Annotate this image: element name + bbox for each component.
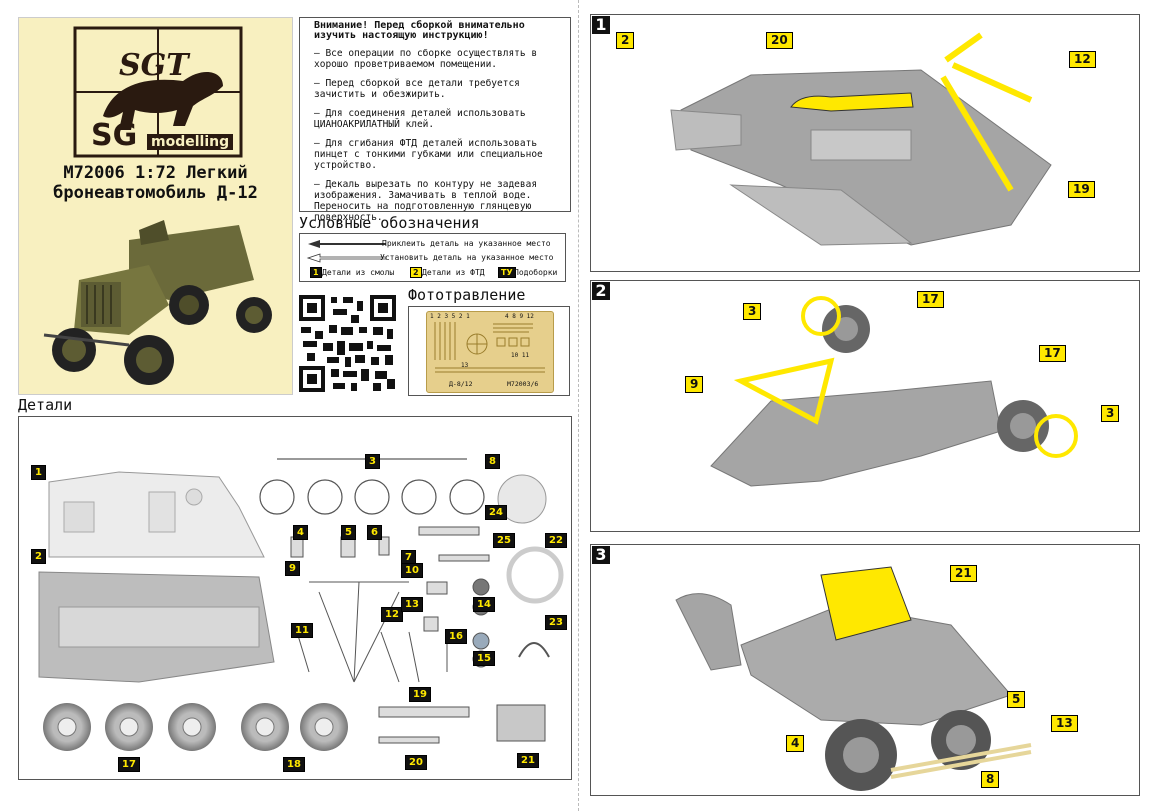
logo-monogram: SGT <box>119 48 189 83</box>
part-label-22: 22 <box>545 533 567 548</box>
kit-title-line1: М72006 1:72 Легкий <box>63 163 248 183</box>
part-label-10: 10 <box>401 563 423 578</box>
legend-title: Условные обозначения <box>299 214 480 232</box>
fret-numbers-top: 1 2 3 5 2 1 <box>430 313 470 320</box>
part-label-7: 7 <box>401 550 416 565</box>
fret-ref: М72003/6 <box>507 380 539 388</box>
step-3-tag-8: 8 <box>981 771 1000 788</box>
step-1-tag-19: 19 <box>1068 181 1095 198</box>
part-label-19: 19 <box>409 687 431 702</box>
notice-list: – Все операции по сборке осуществлять в … <box>314 48 562 223</box>
step-2-tag-9: 9 <box>685 376 704 393</box>
photoetch-title: Фототравление <box>408 286 526 304</box>
cover-panel: SGT SG modelling М72006 1:72 Легкий брон… <box>18 17 293 395</box>
step-3-panel: 3 21 5 13 4 8 <box>590 544 1140 796</box>
notice-box: Внимание! Перед сборкой внимательно изуч… <box>299 17 571 223</box>
part-label-21: 21 <box>517 753 539 768</box>
part-label-12: 12 <box>381 607 403 622</box>
legend-box: Приклеить деталь на указанное место Уста… <box>299 233 566 282</box>
part-label-6: 6 <box>367 525 382 540</box>
part-label-14: 14 <box>473 597 495 612</box>
step-1-panel: 1 2 20 12 19 <box>590 14 1140 272</box>
step-1-tag-2: 2 <box>616 32 635 49</box>
fret-parts-icon <box>434 322 545 373</box>
step-1-tag-12: 12 <box>1069 51 1096 68</box>
part-label-8: 8 <box>485 454 500 469</box>
legend-glue-text: Приклеить деталь на указанное место <box>382 239 551 248</box>
part-label-18: 18 <box>283 757 305 772</box>
fold-line <box>578 0 579 811</box>
step-3-tag-13: 13 <box>1051 715 1078 732</box>
part-label-23: 23 <box>545 615 567 630</box>
step-2-number: 2 <box>592 282 610 300</box>
notice-item: – Для сгибания ФТД деталей использовать … <box>314 138 543 171</box>
part-label-9: 9 <box>285 561 300 576</box>
part-label-3: 3 <box>365 454 380 469</box>
qr-code-icon <box>299 295 396 392</box>
legend-resin-text: Детали из смолы <box>322 268 395 277</box>
part-label-20: 20 <box>405 755 427 770</box>
part-label-13: 13 <box>401 597 423 612</box>
legend-resin-tag: 1 <box>310 267 322 278</box>
parts-drawings <box>38 458 564 751</box>
logo-text: modelling <box>147 134 234 150</box>
step-2-drawing <box>710 296 1078 487</box>
logo-sg: SG <box>91 118 138 153</box>
step-3-tag-4: 4 <box>786 735 805 752</box>
step-3-tag-5: 5 <box>1007 691 1026 708</box>
parts-box: 1 2 3 4 5 6 7 8 9 10 11 12 13 14 15 16 1… <box>18 416 572 780</box>
part-label-11: 11 <box>291 623 313 638</box>
step-2-tag-3a: 3 <box>743 303 762 320</box>
part-label-25: 25 <box>493 533 515 548</box>
fret-numbers-right: 4 8 9 12 <box>505 313 534 320</box>
part-label-24: 24 <box>485 505 507 520</box>
notice-item: – Для соединения деталей использовать ЦИ… <box>314 108 526 130</box>
step-1-number: 1 <box>592 16 610 34</box>
step-3-drawing <box>675 566 1032 791</box>
notice-heading-2: изучить настоящую инструкцию! <box>314 30 489 41</box>
notice-heading-1: Внимание! Перед сборкой внимательно <box>314 20 525 31</box>
fret-numbers-mid: 10 11 <box>511 352 530 359</box>
part-label-5: 5 <box>341 525 356 540</box>
notice-item: – Перед сборкой все детали требуется зач… <box>314 78 520 100</box>
step-3-tag-21: 21 <box>950 565 977 582</box>
part-label-15: 15 <box>473 651 495 666</box>
parts-title: Детали <box>18 396 73 414</box>
step-2-panel: 2 3 17 9 17 3 <box>590 280 1140 532</box>
step-2-tag-17b: 17 <box>1039 345 1066 362</box>
fret-code: Д-8/12 <box>449 380 473 388</box>
brand-logo: SGT SG modelling <box>73 26 243 158</box>
step-1-tag-20: 20 <box>766 32 793 49</box>
glue-arrow-icon <box>308 240 386 248</box>
step-2-tag-3b: 3 <box>1101 405 1120 422</box>
kit-title-line2: бронеавтомобиль Д-12 <box>53 183 258 203</box>
part-label-2: 2 <box>31 549 46 564</box>
part-label-4: 4 <box>293 525 308 540</box>
part-label-16: 16 <box>445 629 467 644</box>
fret-number-13: 13 <box>461 362 469 369</box>
legend-pe-tag: 2 <box>410 267 422 278</box>
legend-select-text: Подоборки <box>514 268 558 277</box>
photoetch-fret: 1 2 3 5 2 1 4 8 9 12 10 11 13 Д-8/12 М72… <box>426 311 554 393</box>
part-label-17: 17 <box>118 757 140 772</box>
legend-select-tag: ТУ <box>498 267 516 278</box>
step-3-number: 3 <box>592 546 610 564</box>
step-2-tag-17a: 17 <box>917 291 944 308</box>
install-arrow-icon <box>306 253 387 263</box>
armored-car-illustration <box>43 220 272 385</box>
photoetch-box: 1 2 3 5 2 1 4 8 9 12 10 11 13 Д-8/12 М72… <box>408 306 570 396</box>
step-1-drawing <box>670 32 1052 246</box>
part-label-1: 1 <box>31 465 46 480</box>
legend-install-text: Установить деталь на указанное место <box>380 253 554 262</box>
legend-pe-text: Детали из ФТД <box>422 268 485 277</box>
notice-item: – Декаль вырезать по контуру не задевая … <box>314 179 538 223</box>
notice-item: – Все операции по сборке осуществлять в … <box>314 48 538 70</box>
